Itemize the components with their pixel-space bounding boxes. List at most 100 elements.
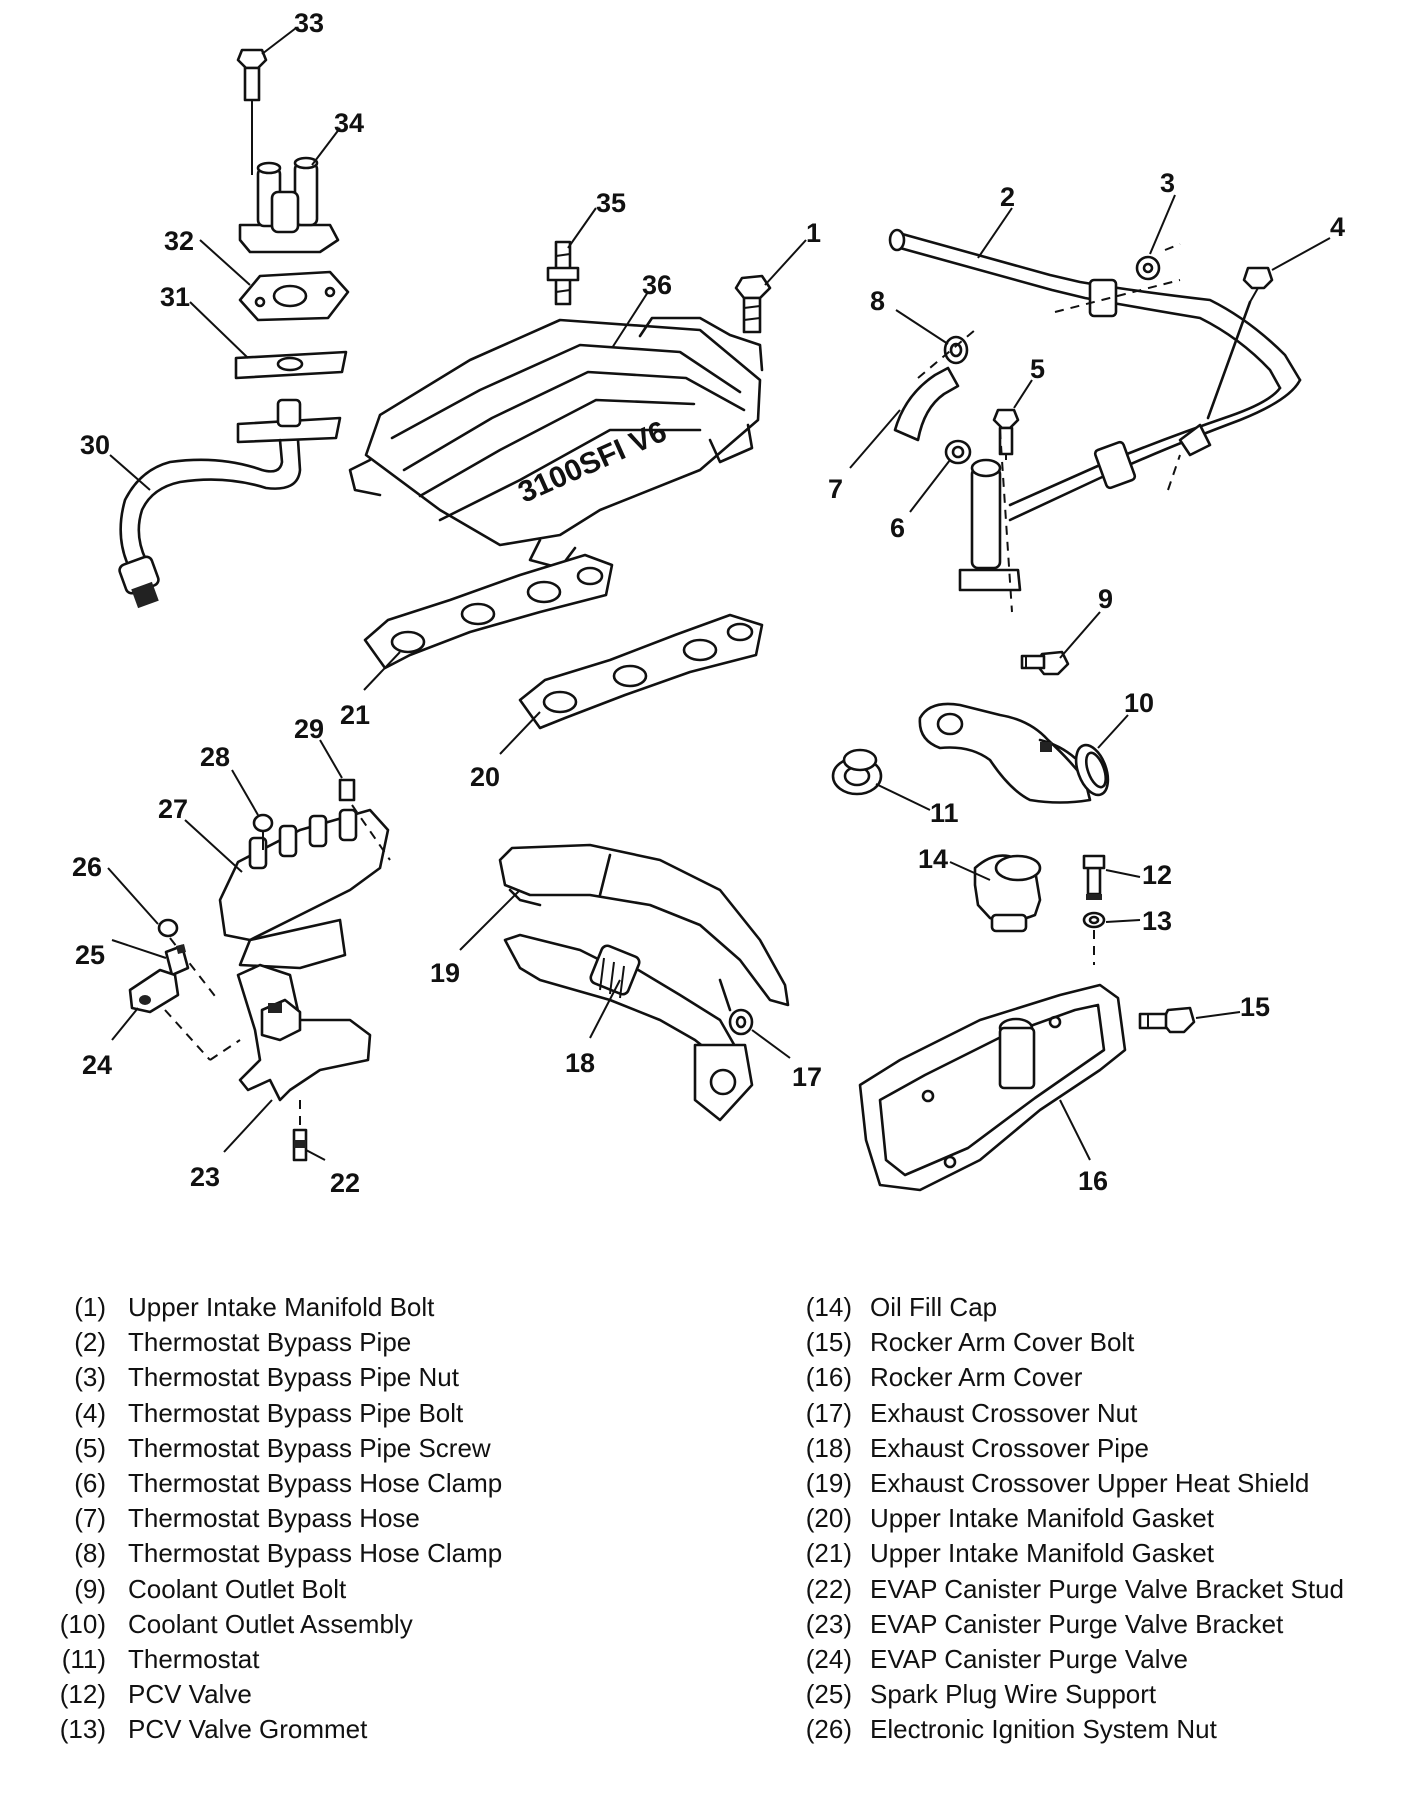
legend-item-label: Thermostat Bypass Pipe Screw xyxy=(128,1432,491,1463)
legend-item: (7)Thermostat Bypass Hose xyxy=(28,1501,588,1536)
callout-13-label: 13 xyxy=(1142,906,1172,936)
callout-9: 9 xyxy=(1059,584,1113,659)
part-31-gasket xyxy=(234,350,348,380)
callout-33-label: 33 xyxy=(294,8,324,38)
callout-35: 35 xyxy=(567,188,626,249)
callout-6-label: 6 xyxy=(890,513,905,543)
callout-11-label: 11 xyxy=(930,798,959,828)
legend-item-number: (15) xyxy=(805,1327,852,1358)
callout-23-label: 23 xyxy=(190,1162,220,1192)
part-1-bolt xyxy=(734,274,772,334)
legend-item-label: Exhaust Crossover Nut xyxy=(870,1397,1138,1428)
legend-item-label: PCV Valve xyxy=(128,1679,252,1710)
legend-item: (9)Coolant Outlet Bolt xyxy=(28,1572,588,1607)
callout-26-label: 26 xyxy=(72,852,102,882)
callout-7: 7 xyxy=(828,409,901,504)
part-30-pipe xyxy=(118,398,342,609)
legend-item-number: (18) xyxy=(805,1432,852,1463)
callout-8: 8 xyxy=(870,286,949,345)
legend-item: (1)Upper Intake Manifold Bolt xyxy=(28,1290,588,1325)
legend-item-number: (16) xyxy=(805,1362,852,1393)
callout-24-label: 24 xyxy=(82,1050,112,1080)
part-3-nut xyxy=(1135,255,1161,281)
legend-item: (14) Oil Fill Cap xyxy=(772,1290,1392,1325)
legend-left-column: (1)Upper Intake Manifold Bolt(2)Thermost… xyxy=(28,1290,588,1747)
legend-item: (25)Spark Plug Wire Support xyxy=(772,1677,1392,1712)
legend-item-number: (8) xyxy=(74,1538,106,1569)
callout-4: 4 xyxy=(1271,212,1345,271)
callout-34: 34 xyxy=(311,108,364,166)
part-25-wire-support xyxy=(164,944,190,977)
callout-36-label: 36 xyxy=(642,270,672,300)
part-16-rocker-cover xyxy=(858,983,1127,1192)
legend-item: (6)Thermostat Bypass Hose Clamp xyxy=(28,1466,588,1501)
part-18-crossover-pipe xyxy=(503,933,754,1122)
legend-item-label: Thermostat Bypass Hose Clamp xyxy=(128,1538,503,1569)
callout-25-label: 25 xyxy=(75,940,105,970)
callout-9-label: 9 xyxy=(1098,584,1113,614)
legend-item-number: (26) xyxy=(805,1714,852,1745)
legend-item-number: (13) xyxy=(59,1714,106,1745)
part-13-pcv-grommet xyxy=(1082,911,1106,965)
callout-33: 33 xyxy=(261,8,324,55)
callout-22: 22 xyxy=(305,1149,360,1198)
legend-item: (4)Thermostat Bypass Pipe Bolt xyxy=(28,1396,588,1431)
legend-item-number: (14) xyxy=(805,1292,852,1322)
callout-30: 30 xyxy=(80,430,151,491)
legend-item-label: Oil Fill Cap xyxy=(870,1292,998,1322)
legend-item-label: Upper Intake Manifold Bolt xyxy=(128,1292,435,1322)
part-19-heat-shield xyxy=(498,843,790,1012)
callout-27: 27 xyxy=(158,794,243,873)
legend-item-number: (4) xyxy=(74,1397,106,1428)
legend-item-label: Thermostat Bypass Pipe Nut xyxy=(128,1362,459,1393)
legend-item: (15) Rocker Arm Cover Bolt xyxy=(772,1325,1392,1360)
callout-32-label: 32 xyxy=(164,226,194,256)
callout-21: 21 xyxy=(340,651,401,730)
part-2-bypass-pipe xyxy=(888,228,1302,522)
callout-14: 14 xyxy=(918,844,991,881)
legend-item-label: Rocker Arm Cover Bolt xyxy=(870,1327,1135,1358)
legend-item-number: (22) xyxy=(805,1573,852,1604)
callout-4-label: 4 xyxy=(1330,212,1345,242)
legend-item: (11)Thermostat xyxy=(28,1642,588,1677)
part-33-bolt xyxy=(236,48,268,175)
legend-item-number: (11) xyxy=(61,1643,106,1674)
legend-item: (18)Exhaust Crossover Pipe xyxy=(772,1431,1392,1466)
part-20-gasket xyxy=(518,613,764,730)
part-10-coolant-outlet xyxy=(918,702,1110,804)
callout-27-label: 27 xyxy=(158,794,188,824)
part-11-thermostat xyxy=(831,748,883,796)
part-26-nut xyxy=(157,918,219,1001)
part-4-bolt xyxy=(1206,266,1274,420)
callout-19-label: 19 xyxy=(430,958,460,988)
legend-item-number: (25) xyxy=(805,1679,852,1710)
legend-item: (24)EVAP Canister Purge Valve xyxy=(772,1642,1392,1677)
legend-item: (13)PCV Valve Grommet xyxy=(28,1712,588,1747)
callout-22-label: 22 xyxy=(330,1168,360,1198)
callout-28: 28 xyxy=(200,742,259,816)
callout-21-label: 21 xyxy=(340,700,370,730)
callout-34-label: 34 xyxy=(334,108,364,138)
callout-30-label: 30 xyxy=(80,430,110,460)
legend-item-number: (21) xyxy=(805,1538,852,1569)
part-23-bracket xyxy=(236,963,372,1102)
legend-item: (21)Upper Intake Manifold Gasket xyxy=(772,1536,1392,1571)
part-6-clamp xyxy=(944,439,972,465)
legend-item-label: EVAP Canister Purge Valve Bracket Stud xyxy=(870,1573,1345,1604)
callout-24: 24 xyxy=(82,1007,139,1080)
part-24-purge-valve xyxy=(128,968,241,1061)
part-27-ignition-module xyxy=(218,808,390,970)
part-17-nut xyxy=(728,1008,754,1036)
callout-13: 13 xyxy=(1105,906,1172,936)
callout-19: 19 xyxy=(430,889,521,988)
callout-15-label: 15 xyxy=(1240,992,1270,1022)
part-36-intake-manifold: 3100SFI V6 xyxy=(348,316,764,570)
legend-item-number: (20) xyxy=(805,1503,852,1534)
part-8-clamp xyxy=(943,335,969,365)
bypass-fitting xyxy=(958,458,1022,592)
callout-23: 23 xyxy=(190,1099,273,1192)
callout-2: 2 xyxy=(977,182,1015,259)
part-35-stud xyxy=(546,240,580,306)
legend-item-label: EVAP Canister Purge Valve Bracket xyxy=(870,1608,1284,1639)
legend-item-number: (6) xyxy=(74,1467,106,1498)
